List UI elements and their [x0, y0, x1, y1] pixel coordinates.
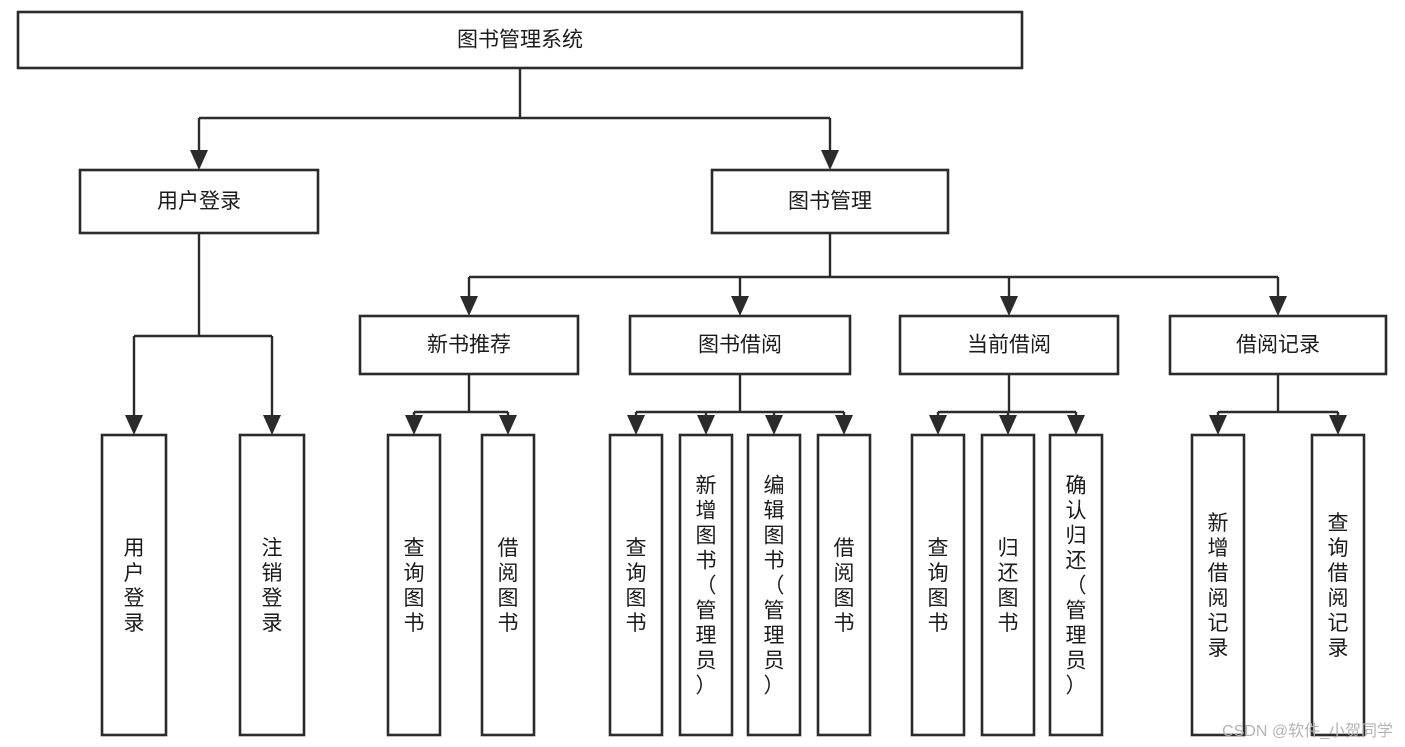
- node-label-record-add: 新增借阅记录: [1208, 512, 1229, 660]
- node-box-user-logout-leaf: [238, 433, 306, 737]
- arrow-head-icon: [835, 415, 853, 435]
- node-label-borrow-add-book: 新增图书（管理员）: [696, 475, 717, 698]
- node-new-book-recommend[interactable]: 新书推荐: [358, 314, 580, 376]
- nodes-layer: 图书管理系统用户登录用户登录注销登录图书管理新书推荐查询图书借阅图书图书借阅查询…: [16, 10, 1388, 737]
- node-current-confirm-return[interactable]: 确认归还（管理员）: [1048, 433, 1104, 737]
- arrow-head-icon: [125, 415, 143, 435]
- arrow-head-icon: [1067, 415, 1085, 435]
- node-label-current-confirm-return: 确认归还（管理员）: [1066, 475, 1087, 698]
- node-box-current-borrow: [898, 314, 1120, 376]
- node-user-logout-leaf[interactable]: 注销登录: [238, 433, 306, 737]
- arrow-head-icon: [405, 415, 423, 435]
- arrow-head-icon: [697, 415, 715, 435]
- arrow-head-icon: [263, 415, 281, 435]
- csdn-watermark: CSDN @软件_小贺同学: [1222, 723, 1393, 740]
- node-box-user-login: [78, 168, 320, 235]
- node-box-book-borrow: [628, 314, 852, 376]
- node-label-borrow-borrow-book: 借阅图书: [834, 537, 855, 635]
- node-box-record-query: [1310, 433, 1366, 737]
- arrow-head-icon: [765, 415, 783, 435]
- node-box-borrow-edit-book: [746, 433, 802, 737]
- node-label-record-query: 查询借阅记录: [1328, 512, 1349, 660]
- node-label-current-return-book: 归还图书: [998, 537, 1019, 635]
- node-box-current-query-book: [910, 433, 966, 737]
- node-box-recommend-borrow-book: [480, 433, 536, 737]
- node-label-user-login-leaf: 用户登录: [124, 537, 145, 635]
- arrow-head-icon: [1269, 296, 1287, 316]
- node-box-book-manage: [710, 168, 950, 235]
- arrow-head-icon: [1000, 296, 1018, 316]
- node-label-borrow-query-book: 查询图书: [626, 537, 647, 635]
- node-user-login[interactable]: 用户登录: [78, 168, 320, 235]
- node-label-root: 图书管理系统: [457, 29, 583, 52]
- node-recommend-borrow-book[interactable]: 借阅图书: [480, 433, 536, 737]
- node-label-user-logout-leaf: 注销登录: [262, 537, 283, 635]
- node-label-current-query-book: 查询图书: [928, 537, 949, 635]
- arrow-head-icon: [929, 415, 947, 435]
- arrow-head-icon: [999, 415, 1017, 435]
- connectors-layer: [125, 68, 1347, 435]
- node-borrow-record[interactable]: 借阅记录: [1168, 314, 1388, 376]
- arrow-head-icon: [821, 150, 839, 170]
- arrow-head-icon: [460, 296, 478, 316]
- node-box-current-confirm-return: [1048, 433, 1104, 737]
- arrow-head-icon: [190, 150, 208, 170]
- node-root[interactable]: 图书管理系统: [16, 10, 1024, 70]
- node-label-book-manage: 图书管理: [788, 190, 872, 213]
- node-label-new-book-recommend: 新书推荐: [427, 334, 511, 357]
- node-label-borrow-edit-book: 编辑图书（管理员）: [764, 475, 785, 698]
- node-borrow-borrow-book[interactable]: 借阅图书: [816, 433, 872, 737]
- arrow-head-icon: [1329, 415, 1347, 435]
- arrow-head-icon: [627, 415, 645, 435]
- node-box-root: [16, 10, 1024, 70]
- node-record-add[interactable]: 新增借阅记录: [1190, 433, 1246, 737]
- node-box-recommend-query-book: [386, 433, 442, 737]
- node-box-current-return-book: [980, 433, 1036, 737]
- node-current-borrow[interactable]: 当前借阅: [898, 314, 1120, 376]
- node-borrow-query-book[interactable]: 查询图书: [608, 433, 664, 737]
- node-box-new-book-recommend: [358, 314, 580, 376]
- node-label-borrow-record: 借阅记录: [1236, 334, 1320, 357]
- node-user-login-leaf[interactable]: 用户登录: [100, 433, 168, 737]
- node-current-query-book[interactable]: 查询图书: [910, 433, 966, 737]
- node-box-user-login-leaf: [100, 433, 168, 737]
- node-box-record-add: [1190, 433, 1246, 737]
- node-label-current-borrow: 当前借阅: [967, 334, 1051, 357]
- node-label-book-borrow: 图书借阅: [698, 334, 782, 357]
- node-label-recommend-query-book: 查询图书: [404, 537, 425, 635]
- node-label-recommend-borrow-book: 借阅图书: [498, 537, 519, 635]
- node-borrow-add-book[interactable]: 新增图书（管理员）: [678, 433, 734, 737]
- node-current-return-book[interactable]: 归还图书: [980, 433, 1036, 737]
- node-book-manage[interactable]: 图书管理: [710, 168, 950, 235]
- node-record-query[interactable]: 查询借阅记录: [1310, 433, 1366, 737]
- node-recommend-query-book[interactable]: 查询图书: [386, 433, 442, 737]
- arrow-head-icon: [499, 415, 517, 435]
- node-box-borrow-borrow-book: [816, 433, 872, 737]
- node-box-borrow-add-book: [678, 433, 734, 737]
- node-box-borrow-record: [1168, 314, 1388, 376]
- node-book-borrow[interactable]: 图书借阅: [628, 314, 852, 376]
- arrow-head-icon: [1209, 415, 1227, 435]
- node-borrow-edit-book[interactable]: 编辑图书（管理员）: [746, 433, 802, 737]
- node-box-borrow-query-book: [608, 433, 664, 737]
- arrow-head-icon: [731, 296, 749, 316]
- node-label-user-login: 用户登录: [157, 190, 241, 213]
